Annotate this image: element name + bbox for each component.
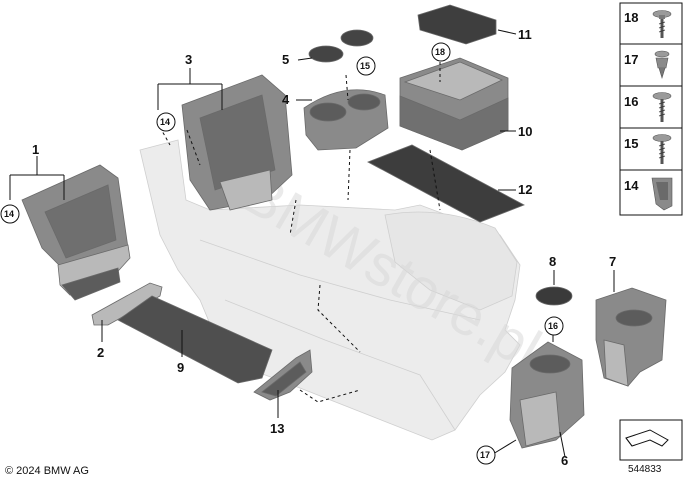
- part-2-trim-strip: [91, 282, 163, 326]
- reference-arrow-icon: [619, 419, 683, 461]
- callout-6: 6: [561, 453, 568, 468]
- circled-15: 15: [360, 61, 370, 71]
- part-10-storage-bin: [399, 57, 509, 151]
- clip-17-icon: [654, 50, 670, 80]
- part-7-rear-cup-holder: [595, 287, 667, 387]
- part-1-side-trim: [21, 164, 131, 301]
- circled-17: 17: [480, 450, 490, 460]
- circled-18: 18: [435, 47, 445, 57]
- diagram-number: 544833: [628, 464, 662, 475]
- callout-10: 10: [518, 124, 532, 139]
- callout-5: 5: [282, 52, 289, 67]
- legend-item-15: 15: [624, 136, 638, 151]
- callout-12: 12: [518, 182, 532, 197]
- dashed-connectors: [156, 62, 441, 403]
- circled-14-left: 14: [4, 209, 14, 219]
- copyright-text: © 2024 BMW AG: [5, 465, 89, 477]
- circled-callouts: 14 14 15 18 16 17: [0, 42, 564, 465]
- callout-8: 8: [549, 254, 556, 269]
- callout-9: 9: [177, 360, 184, 375]
- leader-lines: [9, 29, 615, 458]
- legend-item-17: 17: [624, 52, 638, 67]
- part-9-floor-mat: [117, 295, 273, 384]
- screw-16-icon: [652, 92, 672, 122]
- part-11-storage-mat: [417, 4, 497, 45]
- callout-1: 1: [32, 142, 39, 157]
- part-5-cup-mats: [308, 29, 374, 63]
- screw-18-icon: [652, 10, 672, 38]
- circled-14-panel: 14: [160, 117, 170, 127]
- legend-item-18: 18: [624, 10, 638, 25]
- screw-15-icon: [652, 134, 672, 164]
- part-8-round-mat: [535, 286, 573, 306]
- callout-4: 4: [282, 92, 290, 107]
- part-3-rear-panel: [181, 74, 293, 211]
- fastener-legend: 18 17 16 15 14: [619, 2, 683, 216]
- callouts: 1 2 3 4 5 6 7 8 9 10 11 12 13: [32, 27, 616, 468]
- callout-2: 2: [97, 345, 104, 360]
- part-4-cup-holder: [303, 89, 389, 151]
- part-13-bracket: [253, 349, 313, 401]
- circled-16: 16: [548, 321, 558, 331]
- legend-item-14: 14: [624, 178, 639, 193]
- legend-item-16: 16: [624, 94, 638, 109]
- callout-13: 13: [270, 421, 284, 436]
- callout-7: 7: [609, 254, 616, 269]
- callout-11: 11: [518, 27, 532, 42]
- part-6-cup-holder-lower: [509, 341, 585, 449]
- callout-3: 3: [185, 52, 192, 67]
- clip-14-icon: [651, 177, 673, 211]
- part-12-flat-trim: [367, 144, 525, 223]
